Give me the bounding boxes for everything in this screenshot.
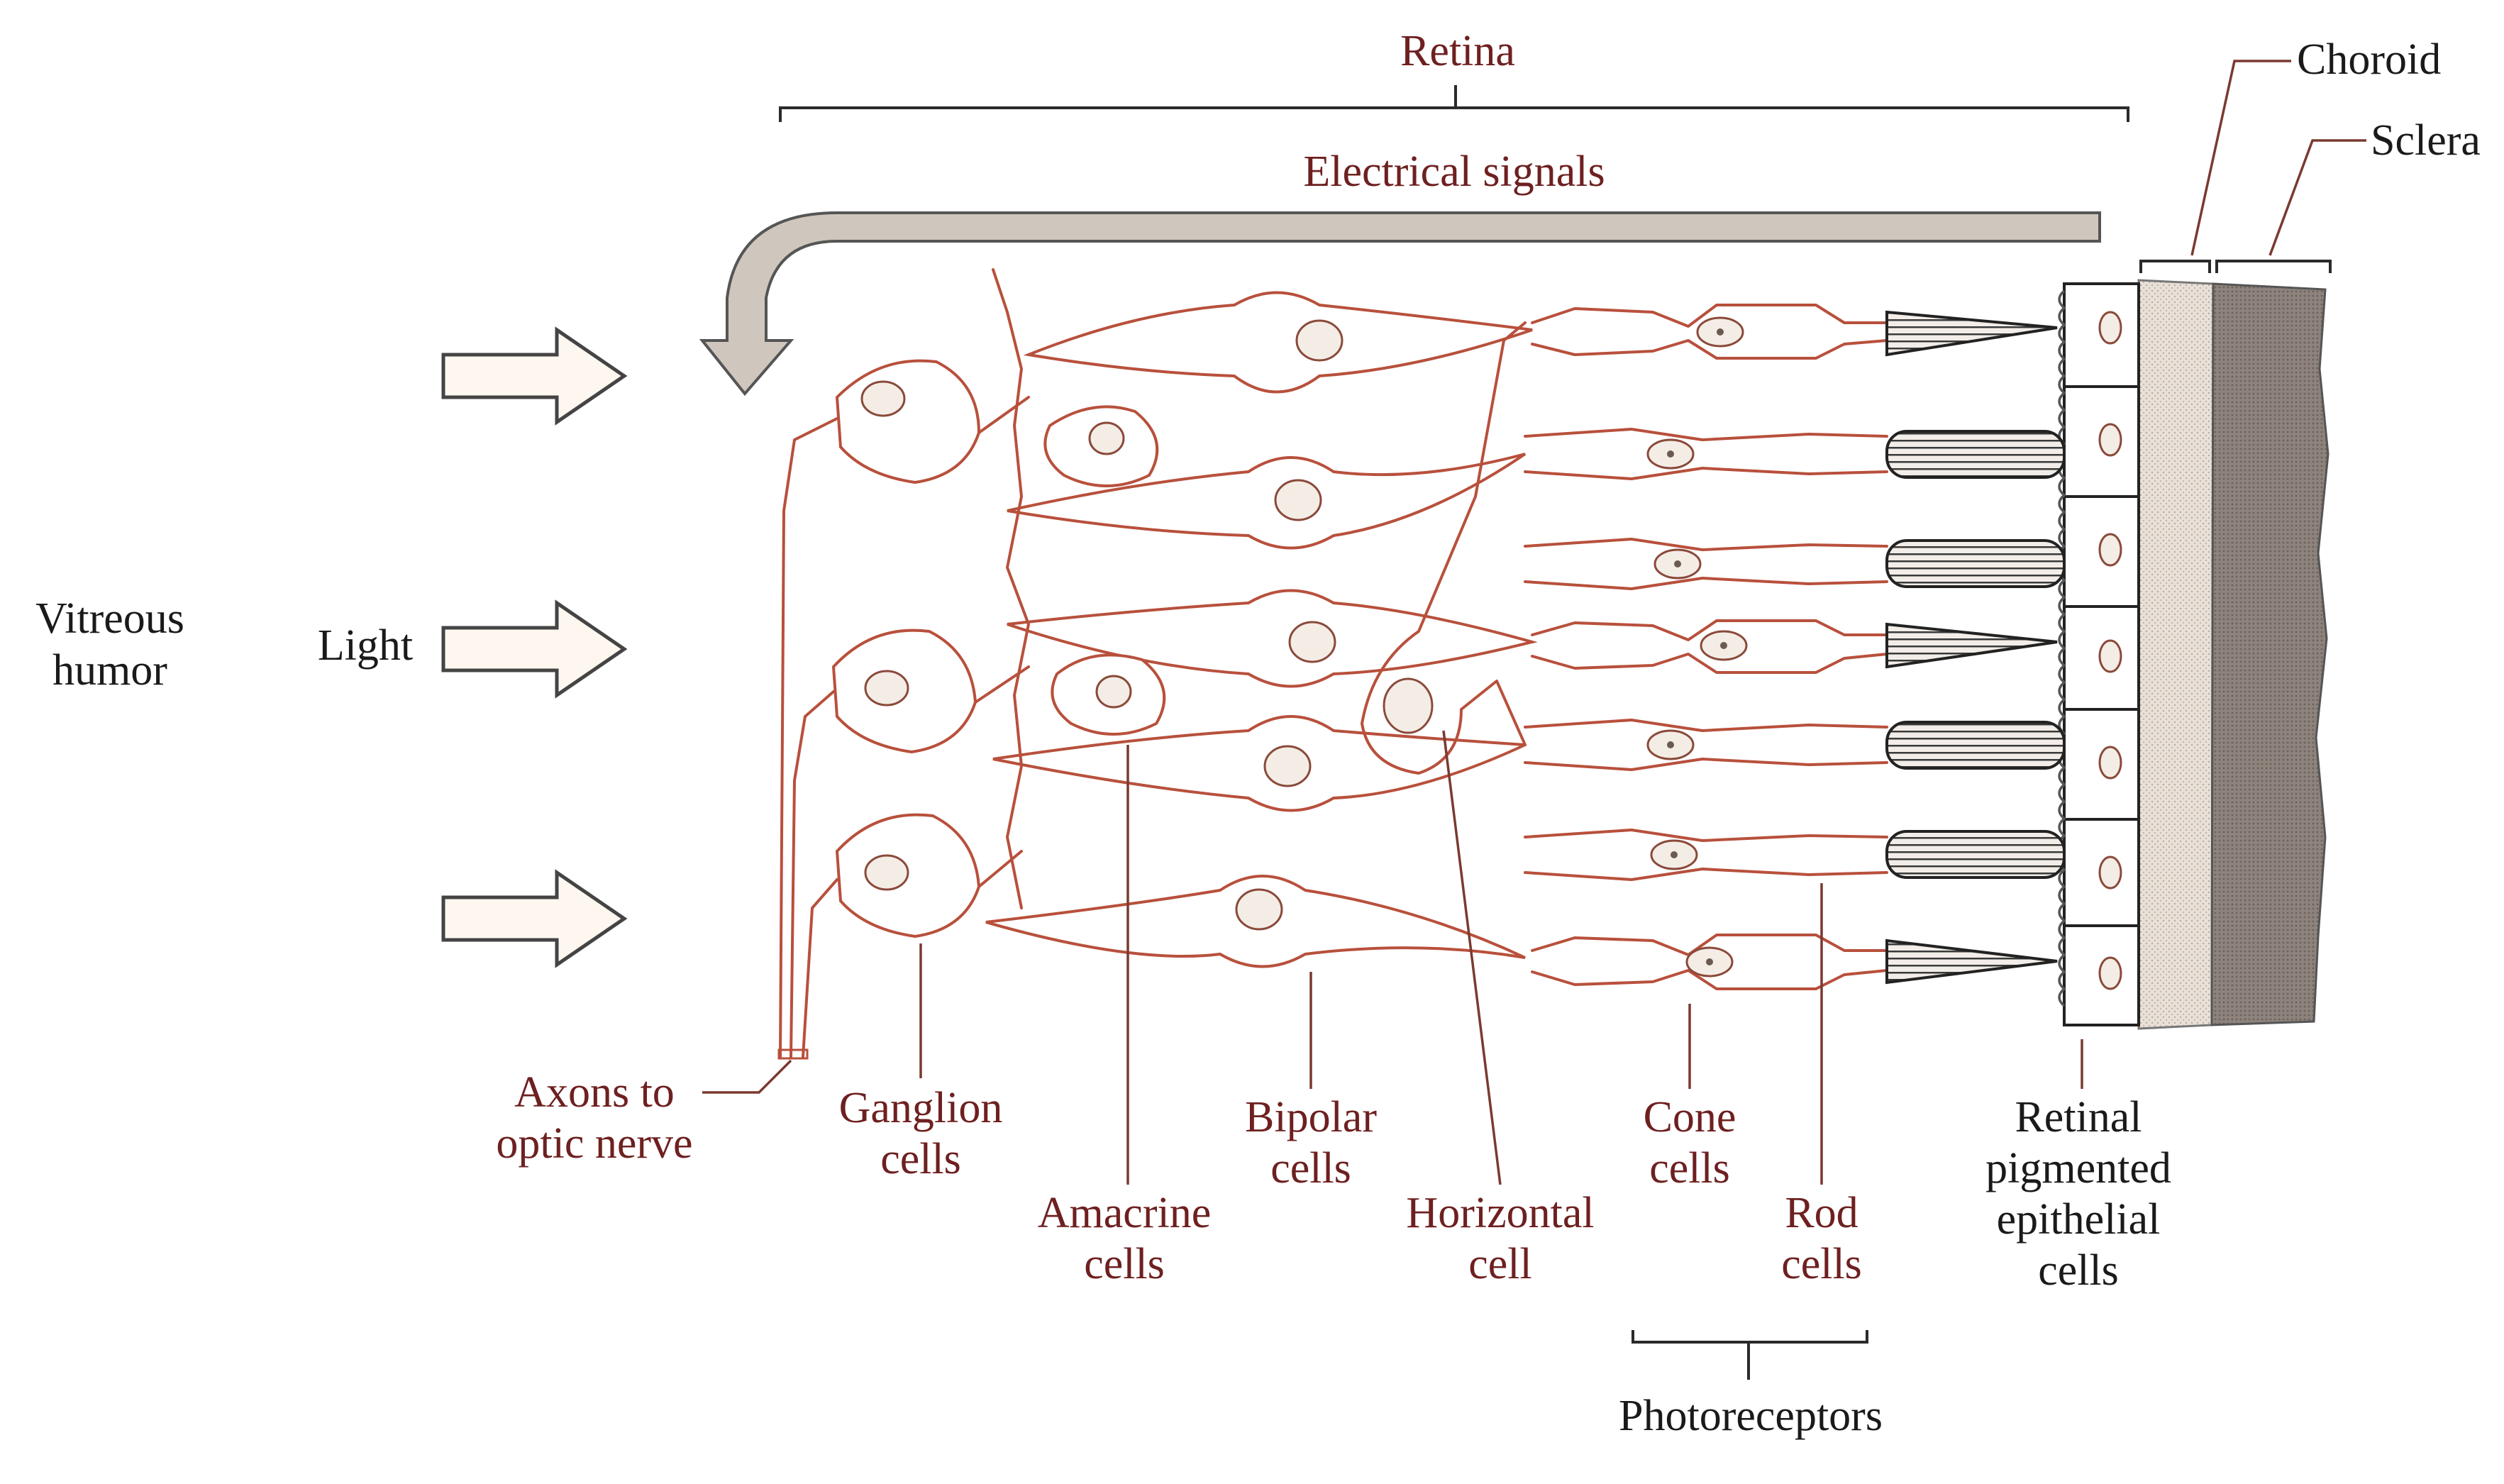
rpe-label-line3: epithelial [1997, 1195, 2161, 1244]
choroid-leader [2190, 60, 2291, 256]
cone-cell [1531, 619, 2058, 674]
horizontal-cell [1361, 321, 1527, 775]
axons-label-line2: optic nerve [496, 1119, 692, 1168]
bipolar-cells [985, 291, 1538, 968]
amacrine-label-line1: Amacrine [1038, 1189, 1211, 1237]
light-arrow-icon [441, 599, 628, 699]
horizontal-leader [1442, 730, 1502, 1185]
cone-label-line1: Cone [1644, 1093, 1736, 1141]
ganglion-cells [777, 359, 1030, 1060]
rod-cell [1524, 538, 2066, 590]
choroid-label: Choroid [2297, 35, 2441, 84]
bipolar-label-line1: Bipolar [1245, 1093, 1377, 1141]
sclera-leader [2268, 139, 2366, 256]
horizontal-label-line1: Horizontal [1406, 1189, 1594, 1237]
choroid-bracket [2139, 260, 2211, 273]
rpe-label-line2: pigmented [1985, 1144, 2171, 1192]
photoreceptor-rows [1524, 304, 2066, 990]
axons-label-line1: Axons to [514, 1068, 675, 1117]
electrical-signals-arrow [699, 211, 2101, 397]
light-label: Light [318, 621, 413, 670]
rpe-label-line1: Retinal [2015, 1093, 2142, 1141]
axons-leader [702, 1059, 792, 1094]
sclera-label: Sclera [2371, 116, 2481, 165]
photoreceptors-label: Photoreceptors [1619, 1392, 1883, 1440]
ganglion-label-line2: cells [880, 1135, 961, 1183]
choroid-layer [2137, 279, 2215, 1030]
rod-label-line2: cells [1781, 1240, 1862, 1288]
cone-label-line2: cells [1649, 1144, 1730, 1192]
rpe-layer [2058, 282, 2140, 1026]
amacrine-cells [992, 268, 1166, 909]
vitreous-humor-label-line2: humor [52, 646, 167, 694]
photoreceptors-bracket [1632, 1330, 1868, 1380]
electrical-signals-label: Electrical signals [1303, 148, 1605, 196]
horizontal-label-line2: cell [1468, 1240, 1532, 1288]
sclera-layer [2210, 282, 2330, 1026]
light-arrow-icon [441, 326, 628, 426]
amacrine-label-line2: cells [1084, 1240, 1165, 1288]
rod-cell [1524, 428, 2066, 480]
light-arrow-icon [441, 869, 628, 968]
cone-cell [1531, 934, 2058, 990]
retina-bracket [779, 85, 2129, 122]
rod-cell [1524, 829, 2066, 881]
sclera-bracket [2215, 260, 2332, 273]
bipolar-label-line2: cells [1270, 1144, 1351, 1192]
rod-cell [1524, 719, 2066, 771]
light-arrows [441, 326, 628, 968]
cone-cell [1531, 304, 2058, 360]
rpe-label-line4: cells [2038, 1246, 2119, 1295]
ganglion-label-line1: Ganglion [839, 1084, 1003, 1132]
rod-label-line1: Rod [1785, 1189, 1858, 1237]
retina-label: Retina [1400, 27, 1515, 75]
vitreous-humor-label-line1: Vitreous [35, 594, 184, 643]
